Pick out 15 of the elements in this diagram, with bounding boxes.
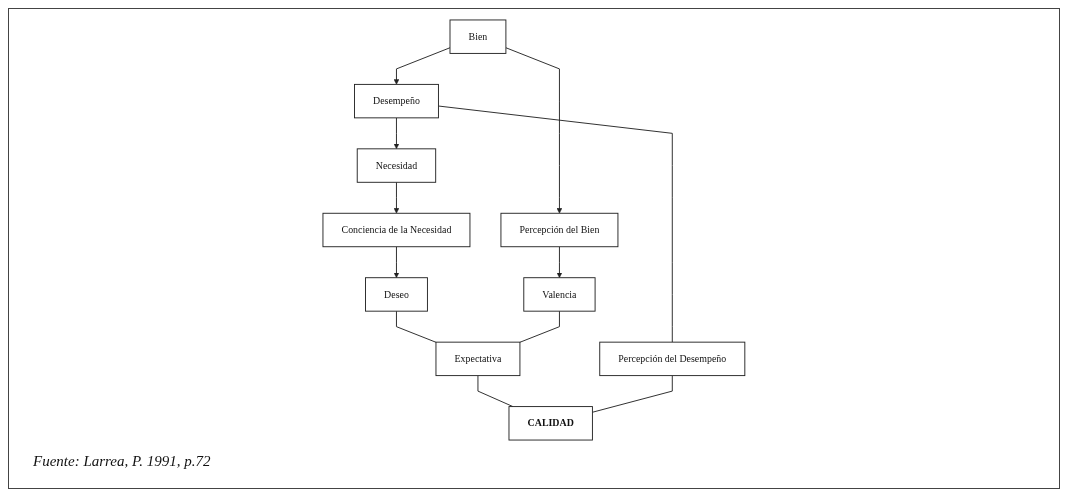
connector xyxy=(396,310,437,343)
node-box: Deseo xyxy=(365,277,428,312)
node-box: Valencia xyxy=(523,277,596,312)
node-box: Necesidad xyxy=(356,148,437,183)
node-box: Percepción del Bien xyxy=(500,212,619,248)
node-box: Percepción del Desempeño xyxy=(599,341,746,377)
node-box: CALIDAD xyxy=(508,406,593,441)
node-box: Expectativa xyxy=(435,341,521,377)
node-box: Desempeño xyxy=(354,83,439,119)
source-caption: Fuente: Larrea, P. 1991, p.72 xyxy=(33,453,211,470)
connector xyxy=(519,310,560,343)
connector xyxy=(438,105,673,343)
node-box: Bien xyxy=(449,19,507,54)
node-box: Conciencia de la Necesidad xyxy=(322,212,471,248)
connector xyxy=(592,375,673,413)
